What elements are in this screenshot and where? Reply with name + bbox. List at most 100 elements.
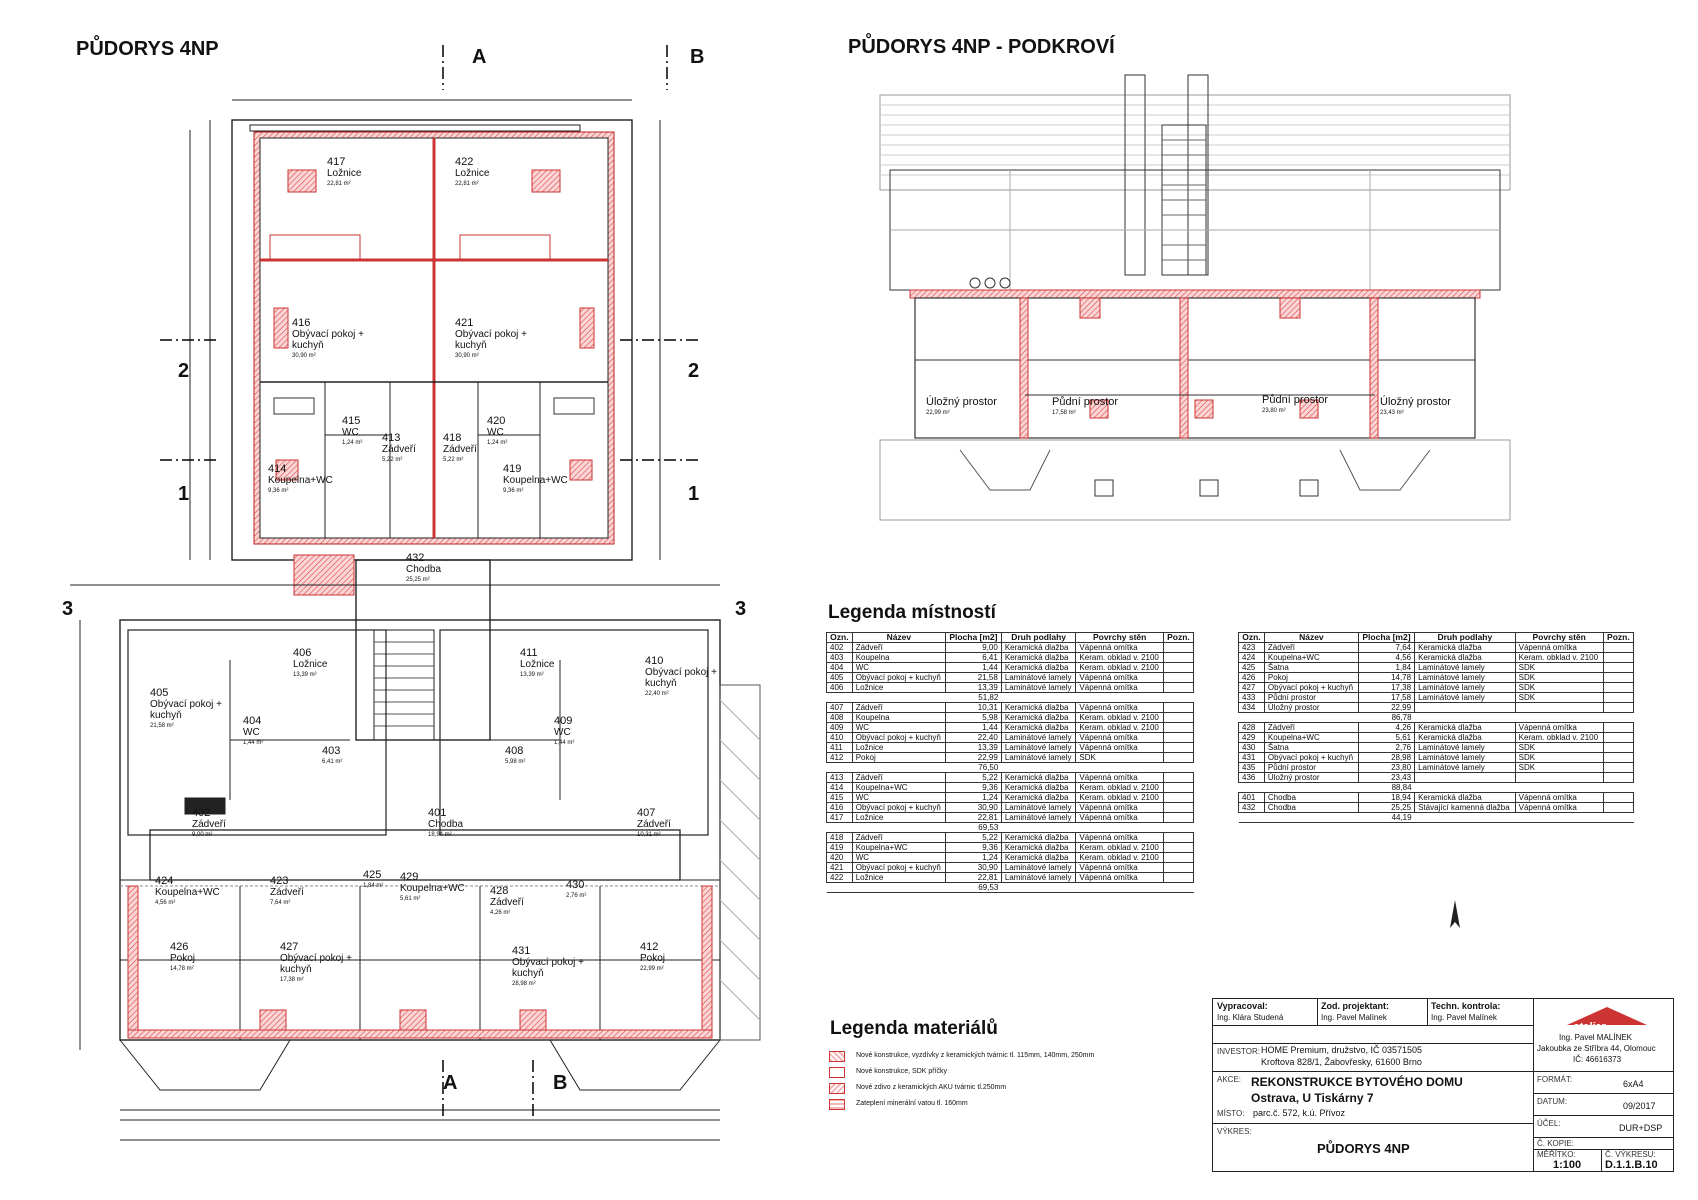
- legend-table-right: Ozn. Název Plocha [m2] Druh podlahy Povr…: [1238, 632, 1635, 823]
- tb-akce-2: Ostrava, U Tiskárny 7: [1251, 1091, 1374, 1105]
- legend-cell: [826, 882, 853, 893]
- legend-cell: Keramická dlažba: [1000, 712, 1077, 723]
- tb-investor-1: HOME Premium, družstvo, IČ 03571505: [1261, 1045, 1423, 1055]
- legend-cell: Vápenná omítka: [1075, 732, 1164, 743]
- legend-cell: 432: [1238, 802, 1265, 813]
- col-ozn: Ozn.: [826, 632, 853, 643]
- legend-cell: Zádveří: [1263, 722, 1359, 733]
- legend-cell: Pokoj: [851, 752, 946, 763]
- legend-cell: 401: [1238, 792, 1265, 803]
- legend-cell: [1515, 812, 1604, 823]
- legend-cell: Keramická dlažba: [1000, 782, 1077, 793]
- legend-cell: Keram. obklad v. 2100: [1075, 662, 1164, 673]
- col-pozn: Pozn.: [1162, 632, 1195, 643]
- legend-cell: [852, 822, 946, 833]
- legend-subtotal-row: 86,78: [1238, 712, 1634, 723]
- legend-cell: [1001, 882, 1076, 893]
- legend-cell: Laminátové lamely: [1414, 672, 1516, 683]
- legend-cell: Laminátové lamely: [1000, 862, 1077, 873]
- legend-cell: [1602, 802, 1635, 813]
- legend-cell: Vápenná omítka: [1514, 802, 1604, 813]
- legend-cell: Úložný prostor: [1263, 702, 1359, 713]
- tb-kontrola-label: Techn. kontrola:: [1431, 1001, 1501, 1011]
- legend-cell: 88,84: [1358, 782, 1415, 793]
- legend-cell: Ložnice: [851, 682, 946, 693]
- legend-cell: [1162, 672, 1195, 683]
- legend-table-left: Ozn. Název Plocha [m2] Druh podlahy Povr…: [826, 632, 1195, 893]
- legend-cell: 431: [1238, 752, 1265, 763]
- material-swatch-1: [829, 1051, 845, 1062]
- legend-cell: 13,39: [944, 742, 1002, 753]
- legend-cell: [1602, 762, 1635, 773]
- legend-cell: [1414, 782, 1516, 793]
- legend-cell: [1001, 762, 1076, 773]
- legend-cell: [1602, 692, 1635, 703]
- tb-firm-name: Ing. Pavel MALÍNEK: [1559, 1033, 1632, 1042]
- legend-cell: Keramická dlažba: [1414, 732, 1516, 743]
- legend-cell: Půdní prostor: [1263, 692, 1359, 703]
- legend-cell: 1,44: [944, 722, 1002, 733]
- legend-cell: [852, 692, 946, 703]
- col-ozn: Ozn.: [1238, 632, 1265, 643]
- legend-cell: 17,38: [1357, 682, 1416, 693]
- tb-zod: Ing. Pavel Malínek: [1321, 1013, 1387, 1022]
- legend-cell: 30,90: [944, 802, 1002, 813]
- legend-cell: Stávající kamenná dlažba: [1414, 802, 1516, 813]
- col-steny: Povrchy stěn: [1075, 632, 1164, 643]
- legend-cell: Chodba: [1263, 802, 1359, 813]
- legend-cell: Keramická dlažba: [1000, 662, 1077, 673]
- legend-cell: [1602, 752, 1635, 763]
- legend-cell: Ložnice: [851, 742, 946, 753]
- legend-cell: [826, 762, 853, 773]
- section-mark-1-left: 1: [178, 483, 190, 505]
- legend-cell: Laminátové lamely: [1414, 762, 1516, 773]
- col-plocha: Plocha [m2]: [1357, 632, 1416, 643]
- tb-vykres-label: VÝKRES:: [1217, 1127, 1252, 1136]
- legend-cell: Keram. obklad v. 2100: [1075, 712, 1164, 723]
- legend-cell: 2,76: [1357, 742, 1416, 753]
- legend-cell: 86,78: [1358, 712, 1415, 723]
- legend-cell: [1001, 692, 1076, 703]
- legend-cell: [1264, 812, 1359, 823]
- legend-cell: [1162, 772, 1195, 783]
- material-label-4: Zateplení minerální vatou tl. 160mm: [856, 1100, 968, 1107]
- legend-cell: Laminátové lamely: [1000, 732, 1077, 743]
- legend-cell: Šatna: [1263, 662, 1359, 673]
- legend-cell: Keramická dlažba: [1000, 652, 1077, 663]
- legend-cell: SDK: [1514, 682, 1604, 693]
- section-mark-1-right: 1: [688, 483, 700, 505]
- legend-cell: 69,53: [945, 822, 1002, 833]
- legend-cell: 415: [826, 792, 853, 803]
- legend-cell: 416: [826, 802, 853, 813]
- section-mark-a-bottom: A: [443, 1072, 458, 1094]
- legend-cell: 21,58: [944, 672, 1002, 683]
- legend-cell: 23,80: [1357, 762, 1416, 773]
- legend-cell: 1,84: [1357, 662, 1416, 673]
- legend-cell: SDK: [1514, 662, 1604, 673]
